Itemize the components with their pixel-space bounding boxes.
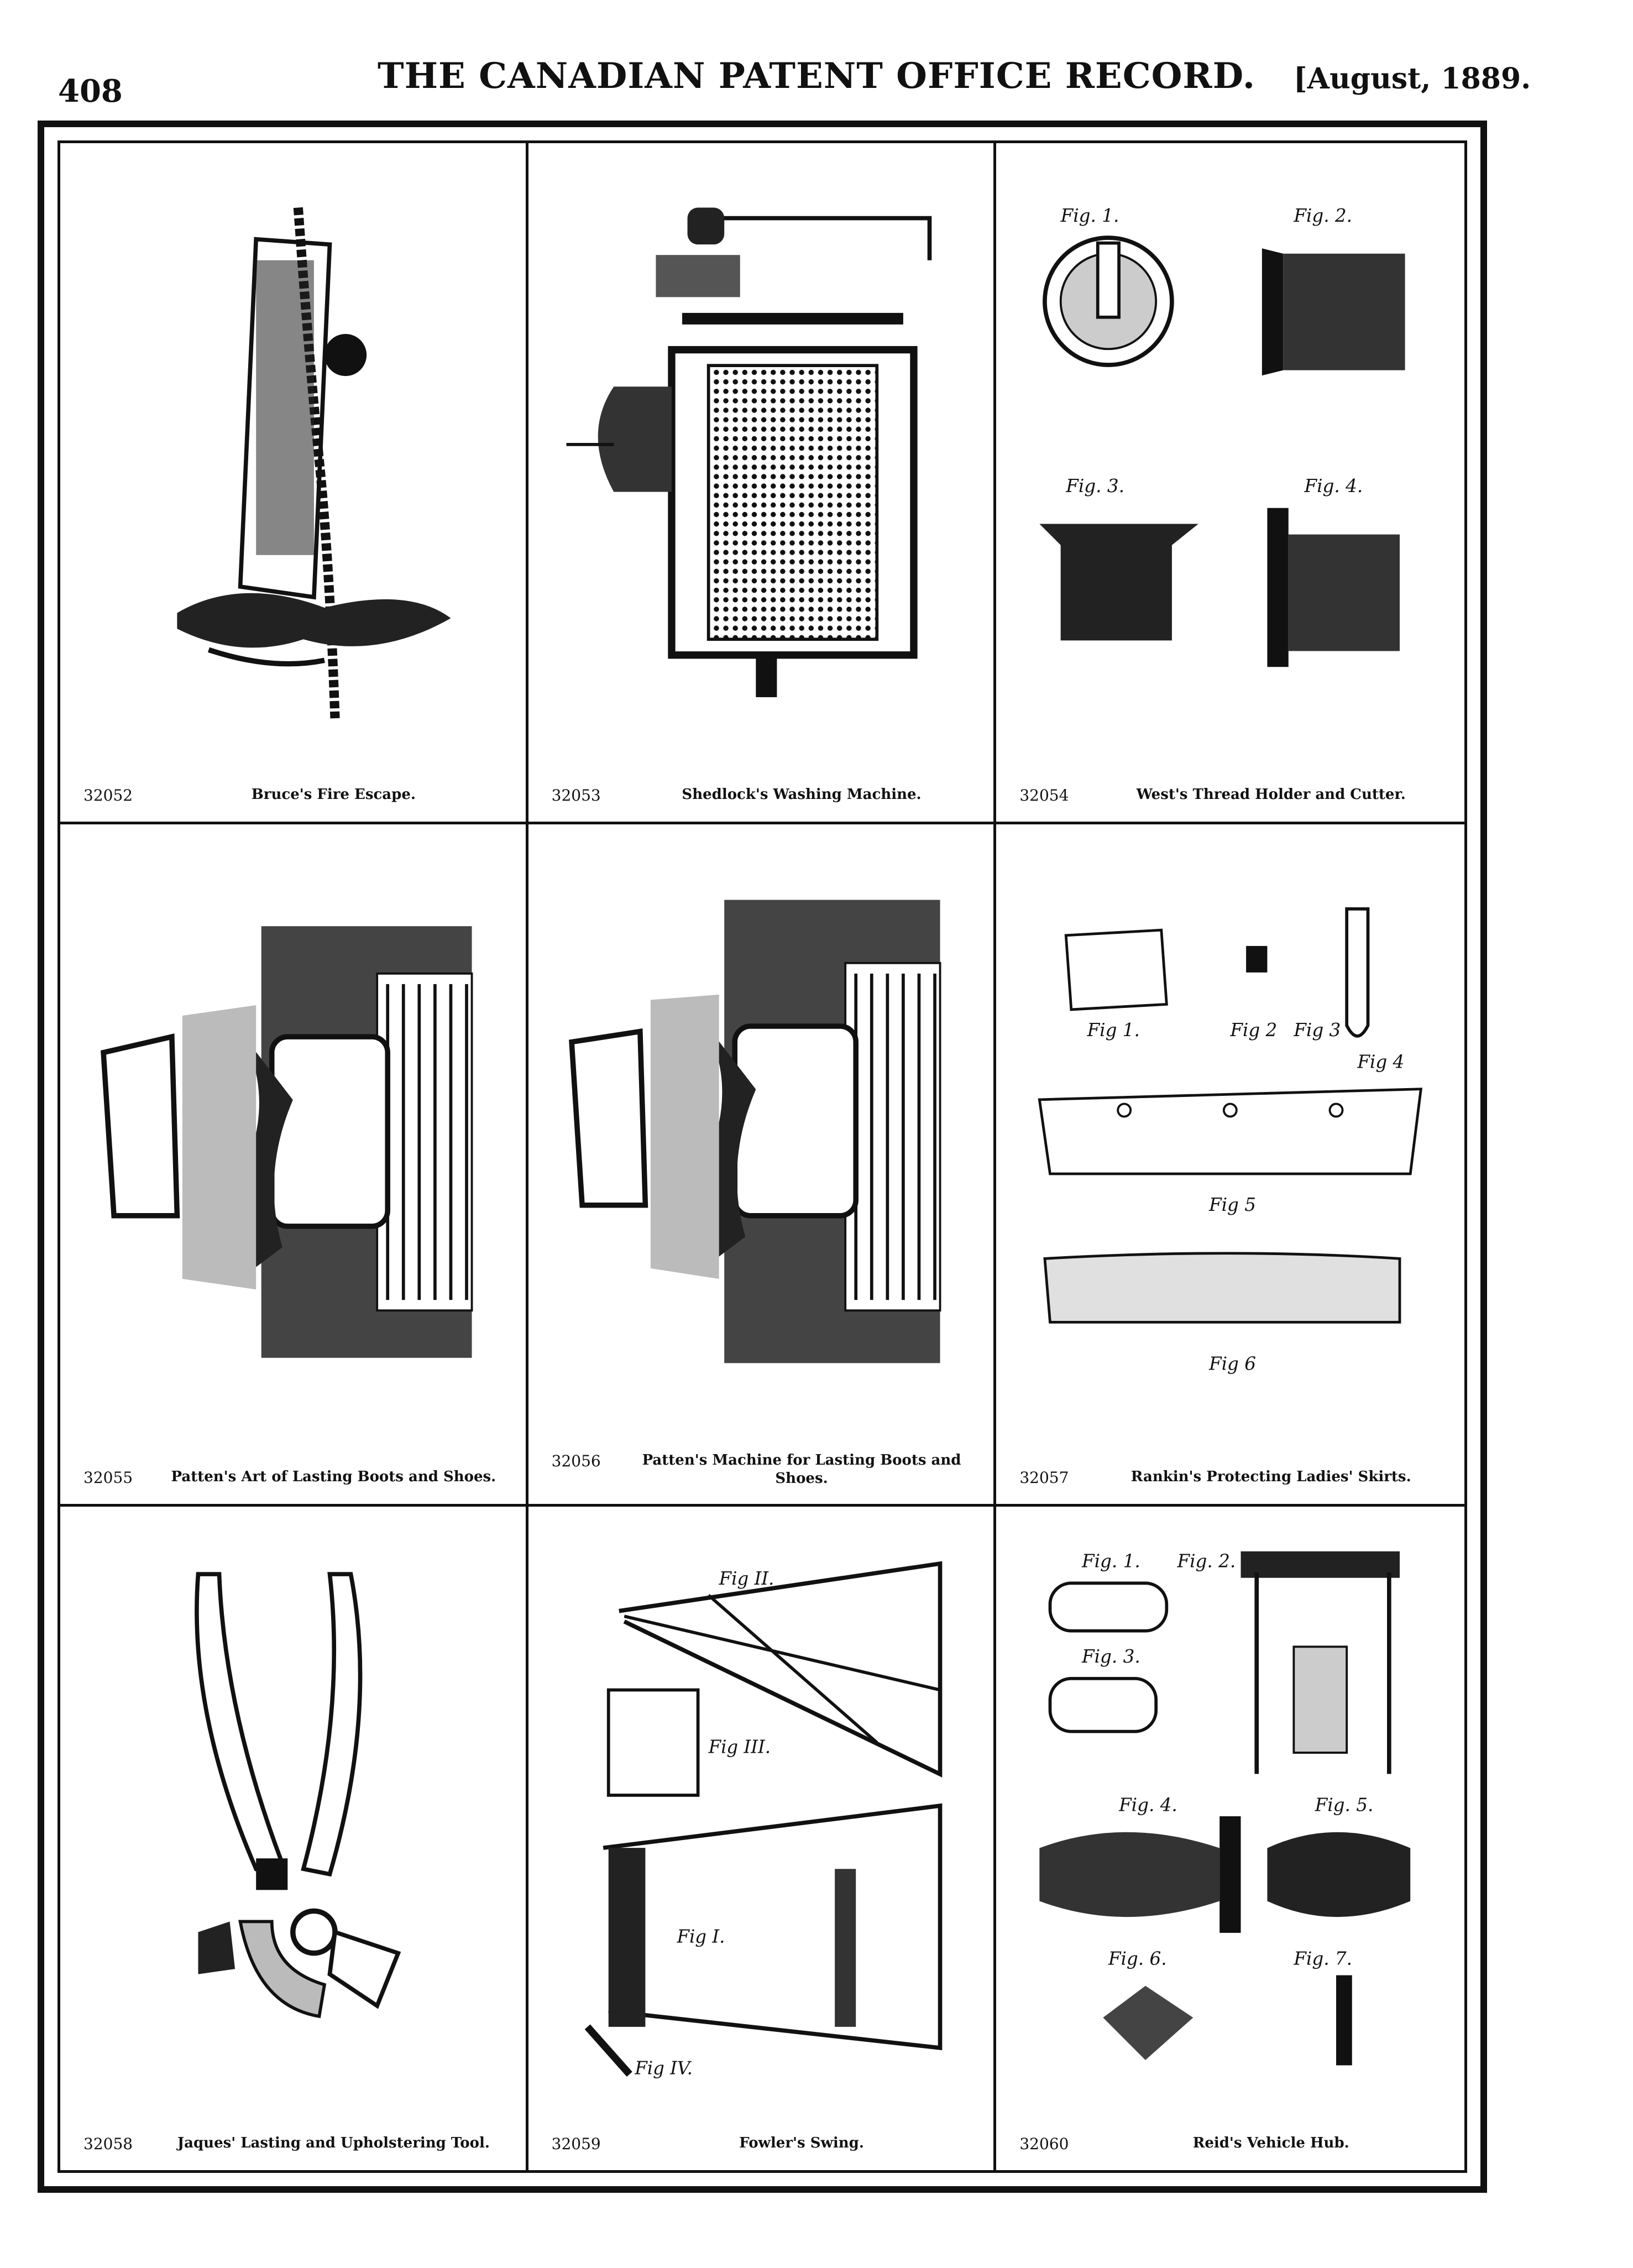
patent-caption: 32057 Rankin's Protecting Ladies' Skirts… bbox=[1019, 1468, 1451, 1487]
hub-fig3-label: Fig. 3. bbox=[1081, 1646, 1140, 1667]
patent-number: 32058 bbox=[83, 2135, 133, 2153]
patent-caption: 32056 Patten's Machine for Lasting Boots… bbox=[552, 1451, 981, 1487]
lasting-art-illustration bbox=[82, 846, 504, 1438]
skirt-fig6-label: Fig 6 bbox=[1208, 1354, 1256, 1375]
swing-illustration: Fig II. Fig III. Fig I. Fig IV. bbox=[551, 1529, 972, 2104]
patent-number: 32060 bbox=[1019, 2135, 1069, 2153]
patent-cell-skirt-protector: Fig 1. Fig 2 Fig 3 Fig 4 Fig 5 Fig 6 bbox=[996, 824, 1464, 1507]
page-title: THE CANADIAN PATENT OFFICE RECORD. bbox=[377, 55, 1256, 97]
washing-machine-illustration bbox=[551, 165, 972, 755]
patent-caption: 32059 Fowler's Swing. bbox=[552, 2134, 981, 2154]
lasting-tool-illustration bbox=[82, 1529, 504, 2104]
swing-fig3-label: Fig III. bbox=[708, 1737, 770, 1758]
hub-fig5-label: Fig. 5. bbox=[1315, 1794, 1374, 1815]
page-date: [August, 1889. bbox=[1294, 62, 1531, 96]
patent-title: Shedlock's Washing Machine. bbox=[682, 786, 922, 803]
patent-number: 32052 bbox=[83, 786, 133, 804]
hub-fig1-label: Fig. 1. bbox=[1081, 1551, 1140, 1572]
hub-fig7-label: Fig. 7. bbox=[1294, 1948, 1353, 1969]
hub-fig6-label: Fig. 6. bbox=[1108, 1948, 1167, 1969]
patent-cell-vehicle-hub: Fig. 1. Fig. 2. Fig. 3. Fig. 4. Fig. 5. bbox=[996, 1507, 1464, 2170]
patent-number: 32055 bbox=[83, 1469, 133, 1487]
patent-title: Jaques' Lasting and Upholstering Tool. bbox=[177, 2135, 490, 2151]
patent-cell-swing: Fig II. Fig III. Fig I. Fig IV. 32059 Fo… bbox=[528, 1507, 997, 2170]
thread-holder-fig4-label: Fig. 4. bbox=[1304, 475, 1363, 497]
skirt-fig4-label: Fig 4 bbox=[1357, 1051, 1405, 1072]
page-number: 408 bbox=[58, 73, 123, 109]
patent-caption: 32054 West's Thread Holder and Cutter. bbox=[1019, 786, 1451, 805]
thread-holder-fig2-label: Fig. 2. bbox=[1294, 205, 1353, 226]
patent-title: West's Thread Holder and Cutter. bbox=[1136, 786, 1406, 803]
lasting-machine-illustration bbox=[551, 846, 972, 1438]
patent-title: Bruce's Fire Escape. bbox=[251, 786, 416, 803]
patent-number: 32056 bbox=[551, 1452, 601, 1470]
patent-plate-inner-frame: 32052 Bruce's Fire Escape. bbox=[57, 140, 1467, 2173]
patent-plate-frame: 32052 Bruce's Fire Escape. bbox=[38, 121, 1487, 2193]
patent-title: Rankin's Protecting Ladies' Skirts. bbox=[1130, 1469, 1411, 1485]
patent-caption: 32052 Bruce's Fire Escape. bbox=[83, 786, 512, 805]
patent-title: Patten's Machine for Lasting Boots and S… bbox=[642, 1452, 961, 1487]
swing-fig4-label: Fig IV. bbox=[634, 2058, 693, 2079]
patent-title: Reid's Vehicle Hub. bbox=[1192, 2135, 1349, 2151]
patent-cell-lasting-machine: 32056 Patten's Machine for Lasting Boots… bbox=[528, 824, 997, 1507]
patent-caption: 32053 Shedlock's Washing Machine. bbox=[552, 786, 981, 805]
vehicle-hub-illustration: Fig. 1. Fig. 2. Fig. 3. Fig. 4. Fig. 5. bbox=[1018, 1529, 1442, 2104]
skirt-fig3-label: Fig 3 bbox=[1294, 1020, 1341, 1041]
patent-caption: 32060 Reid's Vehicle Hub. bbox=[1019, 2134, 1451, 2154]
patent-title: Fowler's Swing. bbox=[739, 2135, 864, 2151]
swing-fig2-label: Fig II. bbox=[718, 1568, 774, 1589]
hub-fig2-label: Fig. 2. bbox=[1177, 1551, 1236, 1572]
patent-number: 32054 bbox=[1019, 786, 1069, 804]
patent-title: Patten's Art of Lasting Boots and Shoes. bbox=[171, 1469, 496, 1485]
patent-cell-thread-holder: Fig. 1. Fig. 2. Fig. 3. Fig. 4. bbox=[996, 143, 1464, 824]
patent-number: 32057 bbox=[1019, 1469, 1069, 1487]
skirt-fig5-label: Fig 5 bbox=[1208, 1194, 1256, 1215]
patent-number: 32053 bbox=[551, 786, 601, 804]
thread-holder-fig1-label: Fig. 1. bbox=[1060, 205, 1119, 226]
patent-cell-washing-machine: 32053 Shedlock's Washing Machine. bbox=[528, 143, 997, 824]
skirt-fig1-label: Fig 1. bbox=[1087, 1020, 1140, 1041]
patent-grid: 32052 Bruce's Fire Escape. bbox=[60, 143, 1464, 2170]
patent-number: 32059 bbox=[551, 2135, 601, 2153]
patent-caption: 32058 Jaques' Lasting and Upholstering T… bbox=[83, 2134, 512, 2154]
swing-fig1-label: Fig I. bbox=[676, 1926, 725, 1947]
thread-holder-fig3-label: Fig. 3. bbox=[1066, 475, 1125, 497]
fire-escape-illustration bbox=[82, 165, 504, 755]
patent-cell-lasting-art: 32055 Patten's Art of Lasting Boots and … bbox=[60, 824, 528, 1507]
patent-cell-lasting-tool: 32058 Jaques' Lasting and Upholstering T… bbox=[60, 1507, 528, 2170]
patent-caption: 32055 Patten's Art of Lasting Boots and … bbox=[83, 1468, 512, 1487]
patent-cell-fire-escape: 32052 Bruce's Fire Escape. bbox=[60, 143, 528, 824]
thread-holder-illustration: Fig. 1. Fig. 2. Fig. 3. Fig. 4. bbox=[1018, 165, 1442, 755]
skirt-fig2-label: Fig 2 bbox=[1230, 1020, 1278, 1041]
skirt-protector-illustration: Fig 1. Fig 2 Fig 3 Fig 4 Fig 5 Fig 6 bbox=[1018, 846, 1442, 1438]
hub-fig4-label: Fig. 4. bbox=[1118, 1794, 1177, 1815]
